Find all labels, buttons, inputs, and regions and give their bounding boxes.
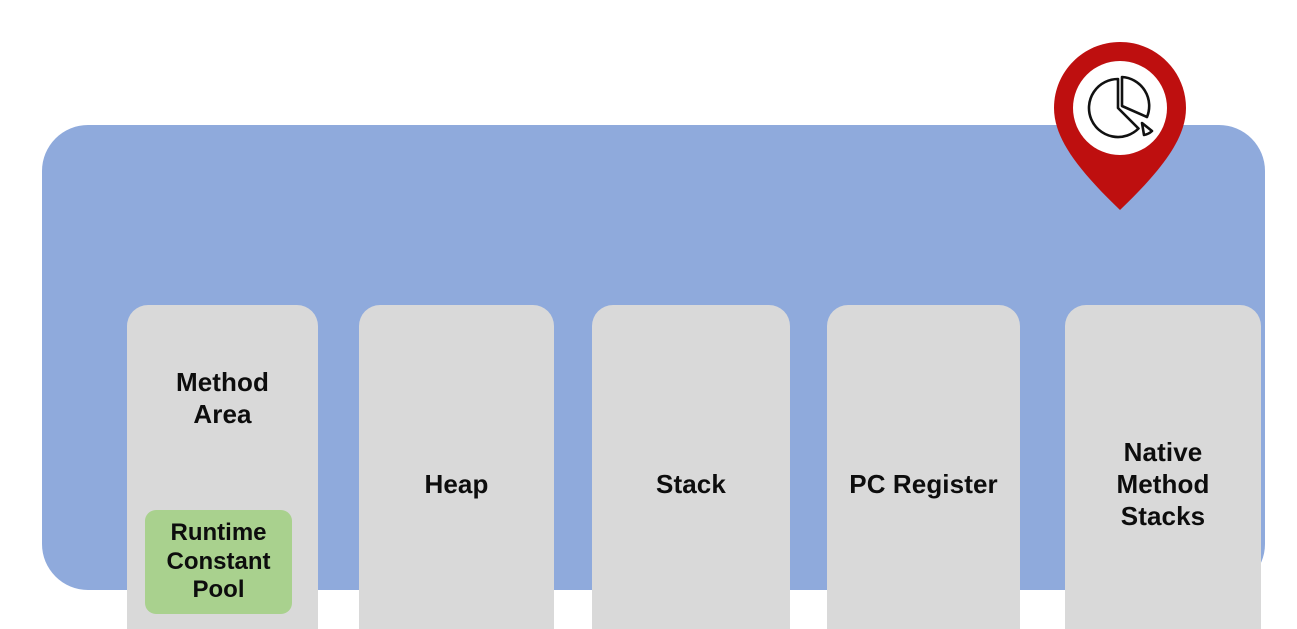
area-box-heap[interactable]: Heap <box>359 305 554 629</box>
area-box-pc-register[interactable]: PC Register <box>827 305 1020 629</box>
area-box-native-method-stacks[interactable]: Native Method Stacks <box>1065 305 1261 629</box>
area-label-heap: Heap <box>424 469 489 500</box>
map-pin-inner-disc <box>1073 61 1167 155</box>
map-pin-marker[interactable] <box>1052 40 1188 212</box>
area-box-method-area[interactable]: Method Area Runtime Constant Pool <box>127 305 318 629</box>
pie-chart-icon <box>1087 75 1154 139</box>
area-label-stack: Stack <box>656 469 726 500</box>
area-label-pc-register: PC Register <box>849 469 998 500</box>
area-box-stack[interactable]: Stack <box>592 305 790 629</box>
area-label-native-method-stacks: Native Method Stacks <box>1116 437 1210 531</box>
runtime-constant-pool-box[interactable]: Runtime Constant Pool <box>145 510 292 614</box>
runtime-constant-pool-label: Runtime Constant Pool <box>166 518 271 604</box>
area-label-method-area: Method Area <box>175 367 270 429</box>
jvm-runtime-data-areas-container: Method Area Runtime Constant Pool Heap S… <box>42 125 1265 629</box>
